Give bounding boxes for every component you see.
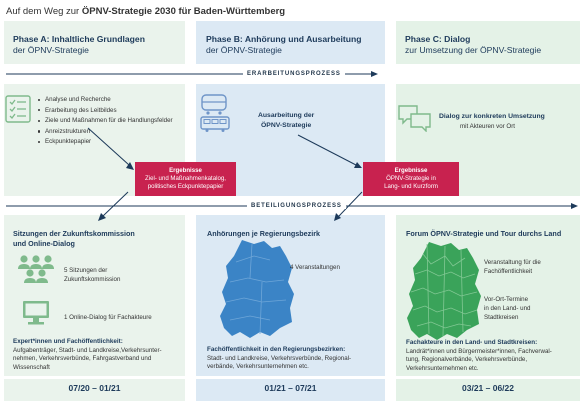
arrow-result2-to-hearings bbox=[338, 191, 363, 217]
arrow-a-to-result1-head bbox=[126, 162, 134, 170]
phase-c-header: Phase C: Dialog zur Umsetzung der ÖPNV-S… bbox=[405, 34, 542, 55]
part-a-item2: 1 Online-Dialog für Fachakteure bbox=[64, 314, 152, 321]
arrow-b-to-result2 bbox=[297, 134, 357, 166]
arrow-a-to-result1 bbox=[87, 127, 130, 166]
arrow-result2-to-hearings-head bbox=[334, 213, 341, 221]
people-group-icon bbox=[18, 255, 54, 283]
baden-wuerttemberg-map-green bbox=[407, 242, 481, 340]
part-c-item2: Vor-Ort-Termine in den Land- und Stadtkr… bbox=[484, 296, 531, 321]
checklist-icon bbox=[5, 95, 31, 123]
baden-wuerttemberg-map-blue bbox=[220, 240, 294, 338]
arrow-b-to-result2-head bbox=[354, 162, 362, 168]
phase-a-header: Phase A: Inhaltliche Grundlagen der ÖPNV… bbox=[13, 34, 145, 55]
process-label-top: ERARBEITUNGSPROZESS bbox=[243, 71, 345, 77]
list-item: Ziele und Maßnahmen für die Handlungsfel… bbox=[38, 116, 173, 127]
phase-a-task-list: Analyse und Recherche Erarbeitung des Le… bbox=[38, 95, 173, 148]
train-bus-icon bbox=[200, 94, 230, 132]
part-a-item1: 5 Sitzungen der Zukunftskommission bbox=[64, 267, 121, 283]
phase-c-work-text: Dialog zur konkreten Umsetzung mit Akteu… bbox=[439, 113, 545, 130]
date-gap bbox=[0, 376, 584, 379]
part-a-footnote: Expert*innen und Fachöffentlichkeit: Auf… bbox=[13, 338, 162, 371]
process-label-bottom: BETEILIGUNGSPROZESS bbox=[247, 203, 346, 209]
part-b-footnote: Fachöffentlichkeit in den Regierungsbezi… bbox=[207, 346, 352, 371]
list-item: Analyse und Recherche bbox=[38, 95, 173, 106]
part-c-footnote: Fachakteure in den Land- und Stadtkreise… bbox=[406, 339, 552, 372]
part-b-title: Anhörungen je Regierungsbezirk bbox=[207, 229, 321, 238]
bottom-process-arrowhead bbox=[571, 203, 578, 209]
part-a-title: Sitzungen der Zukunftskommission und Onl… bbox=[13, 229, 135, 248]
page-title: Auf dem Weg zur ÖPNV-Strategie 2030 für … bbox=[6, 6, 285, 17]
phase-b-work-text: Ausarbeitung der ÖPNV-Strategie bbox=[258, 112, 315, 129]
computer-monitor-icon bbox=[23, 301, 49, 325]
list-item: Anreizstrukturen bbox=[38, 127, 173, 138]
part-b-item: 4 Veranstaltungen bbox=[290, 264, 340, 271]
title-bold: ÖPNV-Strategie 2030 für Baden-Württember… bbox=[81, 6, 286, 17]
date-phase-c: 03/21 – 06/22 bbox=[462, 383, 514, 393]
result-box-2: Ergebnisse ÖPNV-Strategie in Lang- und K… bbox=[363, 162, 459, 196]
list-item: Eckpunktepapier bbox=[38, 137, 173, 148]
phase-b-header: Phase B: Anhörung und Ausarbeitung der Ö… bbox=[206, 34, 362, 55]
date-phase-a: 07/20 – 01/21 bbox=[68, 383, 121, 393]
arrow-result1-to-sessions bbox=[102, 191, 129, 217]
part-c-item1: Veranstaltung für die Fachöffentlichkeit bbox=[484, 259, 541, 275]
result-box-1: Ergebnisse Ziel- und Maßnahmenkatalog, p… bbox=[135, 162, 236, 196]
title-prefix: Auf dem Weg zur bbox=[6, 6, 80, 17]
list-item: Erarbeitung des Leitbildes bbox=[38, 106, 173, 117]
arrow-result1-to-sessions-head bbox=[98, 213, 106, 221]
date-phase-b: 01/21 – 07/21 bbox=[264, 383, 317, 393]
top-process-arrowhead bbox=[371, 71, 378, 77]
speech-bubbles-icon bbox=[398, 105, 431, 132]
part-c-title: Forum ÖPNV-Strategie und Tour durchs Lan… bbox=[406, 229, 562, 238]
